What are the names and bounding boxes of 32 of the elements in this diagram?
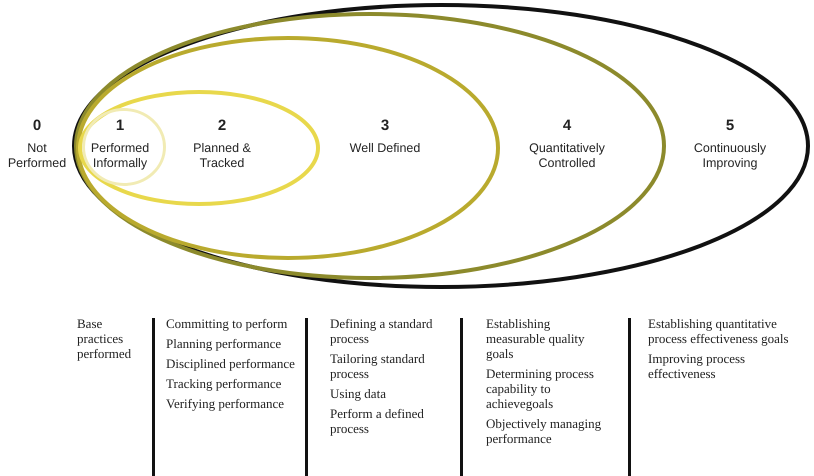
practice-text: Planning performance [166,336,282,351]
level-name: Not Performed [6,141,68,171]
level-name: Planned & Tracked [192,141,252,171]
level-number: 3 [380,118,390,133]
level-ellipse [76,36,500,260]
practice-text: Establishing measurable quality goals [486,316,586,361]
practice-text: Base practices performed [77,316,132,361]
level-number: 2 [216,118,228,133]
level-number: 4 [562,118,572,133]
level-name: Quantitatively Controlled [528,141,606,171]
level-number: 5 [724,118,736,133]
practice-text: Objectively managing performance [486,416,602,446]
practice-text: Determining process capability to achievegoals [486,366,595,411]
level-number: 0 [32,118,42,133]
practice-text: Perform a defined process [330,406,425,436]
practice-text: Defining a standard process [330,316,434,346]
level-ellipse [82,108,166,186]
level-name: Performed Informally [90,141,150,171]
practice-text: Establishing quantitative process effectiveness goals [648,316,790,346]
level-ellipse [74,12,666,280]
level-number: 1 [114,118,126,133]
level-name: Well Defined [348,141,422,156]
level-name: Continuously Improving [692,141,768,171]
practice-text: Using data [330,386,387,401]
practice-text: Tailoring standard process [330,351,426,381]
practice-text: Verifying performance [166,396,286,411]
practice-text: Disciplined performance [166,356,296,371]
level-ellipse [78,90,320,206]
practice-text: Tracking performance [166,376,282,391]
practice-text: Committing to perform [166,316,288,331]
practice-text: Improving process effectiveness [648,351,746,381]
level-ellipse [72,3,810,289]
